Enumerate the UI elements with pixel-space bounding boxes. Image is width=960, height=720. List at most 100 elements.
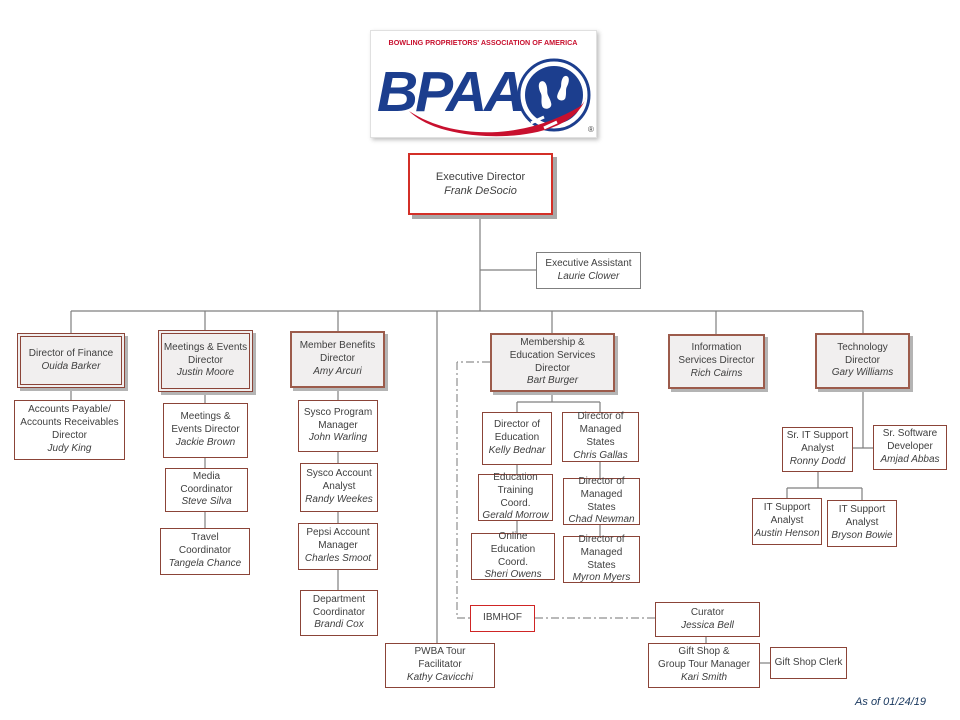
box-title: Sr. Software Developer xyxy=(882,428,938,453)
box-title: Sysco Account Analyst xyxy=(306,468,372,493)
box-title: Executive Director xyxy=(435,170,526,183)
org-box-technology-director[interactable]: Technology Director Gary Williams xyxy=(815,333,910,389)
org-box-media-coordinator[interactable]: Media Coordinator Steve Silva xyxy=(165,468,248,512)
box-title: Sr. IT Support Analyst xyxy=(786,430,849,455)
org-box-online-education-coord[interactable]: Online Education Coord. Sheri Owens xyxy=(471,530,555,581)
box-person: Myron Myers xyxy=(572,572,631,584)
box-person: Austin Henson xyxy=(754,527,820,539)
box-title: Travel Coordinator xyxy=(178,532,232,557)
as-of-date: As of 01/24/19 xyxy=(855,696,926,708)
box-person: Randy Weekes xyxy=(305,493,373,505)
box-title: Accounts Payable/ Accounts Receivables D… xyxy=(20,404,119,441)
box-person: Brandi Cox xyxy=(314,619,364,631)
box-person: Frank DeSocio xyxy=(444,185,517,197)
box-person: Sheri Owens xyxy=(484,569,542,581)
org-box-information-services-director[interactable]: Information Services Director Rich Cairn… xyxy=(668,334,765,389)
box-person: John Warling xyxy=(308,432,368,444)
box-person: Judy King xyxy=(47,442,92,454)
box-person: Jackie Brown xyxy=(175,436,236,448)
org-box-ibmhof[interactable]: IBMHOF xyxy=(470,605,535,632)
org-box-director-managed-states-3[interactable]: Director of Managed States Myron Myers xyxy=(563,534,640,584)
box-title: Sysco Program Manager xyxy=(303,406,373,431)
org-box-curator[interactable]: Curator Jessica Bell xyxy=(655,602,760,637)
box-title: Curator xyxy=(690,606,725,618)
box-person: Bryson Bowie xyxy=(831,529,893,541)
box-title: Education Training Coord. xyxy=(493,471,538,509)
box-title: Membership & Education Services Director xyxy=(509,336,596,374)
box-person: Kari Smith xyxy=(680,671,728,683)
box-person: Kelly Bednar xyxy=(488,444,546,456)
box-person: Amjad Abbas xyxy=(880,453,940,465)
org-box-education-training-coord[interactable]: Education Training Coord. Gerald Morrow xyxy=(478,471,553,522)
logo-tagline: BOWLING PROPRIETORS' ASSOCIATION OF AMER… xyxy=(389,38,578,47)
org-box-membership-education-services-director[interactable]: Membership & Education Services Director… xyxy=(490,333,615,392)
box-title: Director of Finance xyxy=(28,347,114,359)
org-box-meetings-events-director-2[interactable]: Meetings & Events Director Jackie Brown xyxy=(163,403,248,458)
box-person: Chris Gallas xyxy=(573,449,628,461)
bowling-pin-icon xyxy=(538,75,569,109)
box-person: Gary Williams xyxy=(831,367,894,379)
box-title: Online Education Coord. xyxy=(490,530,536,568)
bowling-ball-icon xyxy=(525,66,583,124)
box-person: Bart Burger xyxy=(526,375,579,387)
red-swoosh-icon xyxy=(409,97,586,137)
box-title: Director of Education xyxy=(493,419,541,444)
logo-acronym: BPAA xyxy=(377,60,522,124)
box-person: Kathy Cavicchi xyxy=(406,671,474,683)
box-person: Justin Moore xyxy=(176,367,235,379)
org-box-it-support-analyst-2[interactable]: IT Support Analyst Bryson Bowie xyxy=(827,500,897,547)
org-box-gift-shop-group-tour-manager[interactable]: Gift Shop & Group Tour Manager Kari Smit… xyxy=(648,643,760,688)
org-box-executive-assistant[interactable]: Executive Assistant Laurie Clower xyxy=(536,252,641,289)
box-title: Director of Managed States xyxy=(578,475,625,513)
box-title: Pepsi Account Manager xyxy=(306,527,370,552)
box-title: Media Coordinator xyxy=(180,470,233,495)
org-box-sr-software-developer[interactable]: Sr. Software Developer Amjad Abbas xyxy=(873,425,947,470)
box-title: IT Support Analyst xyxy=(838,504,886,529)
org-box-department-coordinator[interactable]: Department Coordinator Brandi Cox xyxy=(300,590,378,636)
box-person: Tangela Chance xyxy=(168,557,242,569)
box-person: Ouida Barker xyxy=(41,360,101,372)
registered-mark: ® xyxy=(588,125,594,134)
box-title: Executive Assistant xyxy=(545,257,632,269)
org-box-it-support-analyst-1[interactable]: IT Support Analyst Austin Henson xyxy=(752,498,822,545)
org-box-member-benefits-director[interactable]: Member Benefits Director Amy Arcuri xyxy=(290,331,385,388)
org-box-director-of-finance[interactable]: Director of Finance Ouida Barker xyxy=(17,333,125,388)
box-title: IBMHOF xyxy=(483,612,522,624)
box-person: Charles Smoot xyxy=(304,552,372,564)
org-box-sysco-account-analyst[interactable]: Sysco Account Analyst Randy Weekes xyxy=(300,463,378,512)
org-box-travel-coordinator[interactable]: Travel Coordinator Tangela Chance xyxy=(160,528,250,575)
box-person: Ronny Dodd xyxy=(789,455,846,467)
org-box-director-managed-states-1[interactable]: Director of Managed States Chris Gallas xyxy=(562,411,639,462)
org-box-sr-it-support-analyst[interactable]: Sr. IT Support Analyst Ronny Dodd xyxy=(782,427,853,472)
box-title: Information Services Director xyxy=(678,342,755,367)
org-box-gift-shop-clerk[interactable]: Gift Shop Clerk xyxy=(770,647,847,679)
box-title: Department Coordinator xyxy=(312,593,366,618)
box-person: Gerald Morrow xyxy=(482,510,549,522)
box-person: Steve Silva xyxy=(181,496,232,508)
org-box-meetings-events-director[interactable]: Meetings & Events Director Justin Moore xyxy=(158,330,253,392)
box-person: Amy Arcuri xyxy=(313,365,362,377)
box-title: Gift Shop Clerk xyxy=(774,656,843,668)
box-title: IT Support Analyst xyxy=(763,502,811,527)
org-box-pwba-tour-facilitator[interactable]: PWBA Tour Facilitator Kathy Cavicchi xyxy=(385,643,495,688)
org-box-director-managed-states-2[interactable]: Director of Managed States Chad Newman xyxy=(563,475,640,526)
box-title: PWBA Tour Facilitator xyxy=(414,646,466,671)
box-person: Laurie Clower xyxy=(557,270,620,282)
org-box-pepsi-account-manager[interactable]: Pepsi Account Manager Charles Smoot xyxy=(298,523,378,570)
box-title: Meetings & Events Director xyxy=(171,411,240,436)
box-title: Meetings & Events Director xyxy=(163,341,248,366)
box-title: Technology Director xyxy=(837,341,888,366)
box-person: Jessica Bell xyxy=(681,619,734,631)
bpaa-logo: BOWLING PROPRIETORS' ASSOCIATION OF AMER… xyxy=(370,30,597,138)
swoosh-streak xyxy=(530,115,545,125)
org-box-accounts-payable-receivables-director[interactable]: Accounts Payable/ Accounts Receivables D… xyxy=(14,400,125,460)
box-title: Gift Shop & Group Tour Manager xyxy=(657,646,751,671)
org-box-sysco-program-manager[interactable]: Sysco Program Manager John Warling xyxy=(298,400,378,452)
org-box-executive-director[interactable]: Executive Director Frank DeSocio xyxy=(408,153,553,215)
org-box-director-of-education[interactable]: Director of Education Kelly Bednar xyxy=(482,412,552,465)
box-title: Director of Managed States xyxy=(577,411,624,448)
box-person: Chad Newman xyxy=(568,514,635,526)
box-person: Rich Cairns xyxy=(690,367,743,379)
